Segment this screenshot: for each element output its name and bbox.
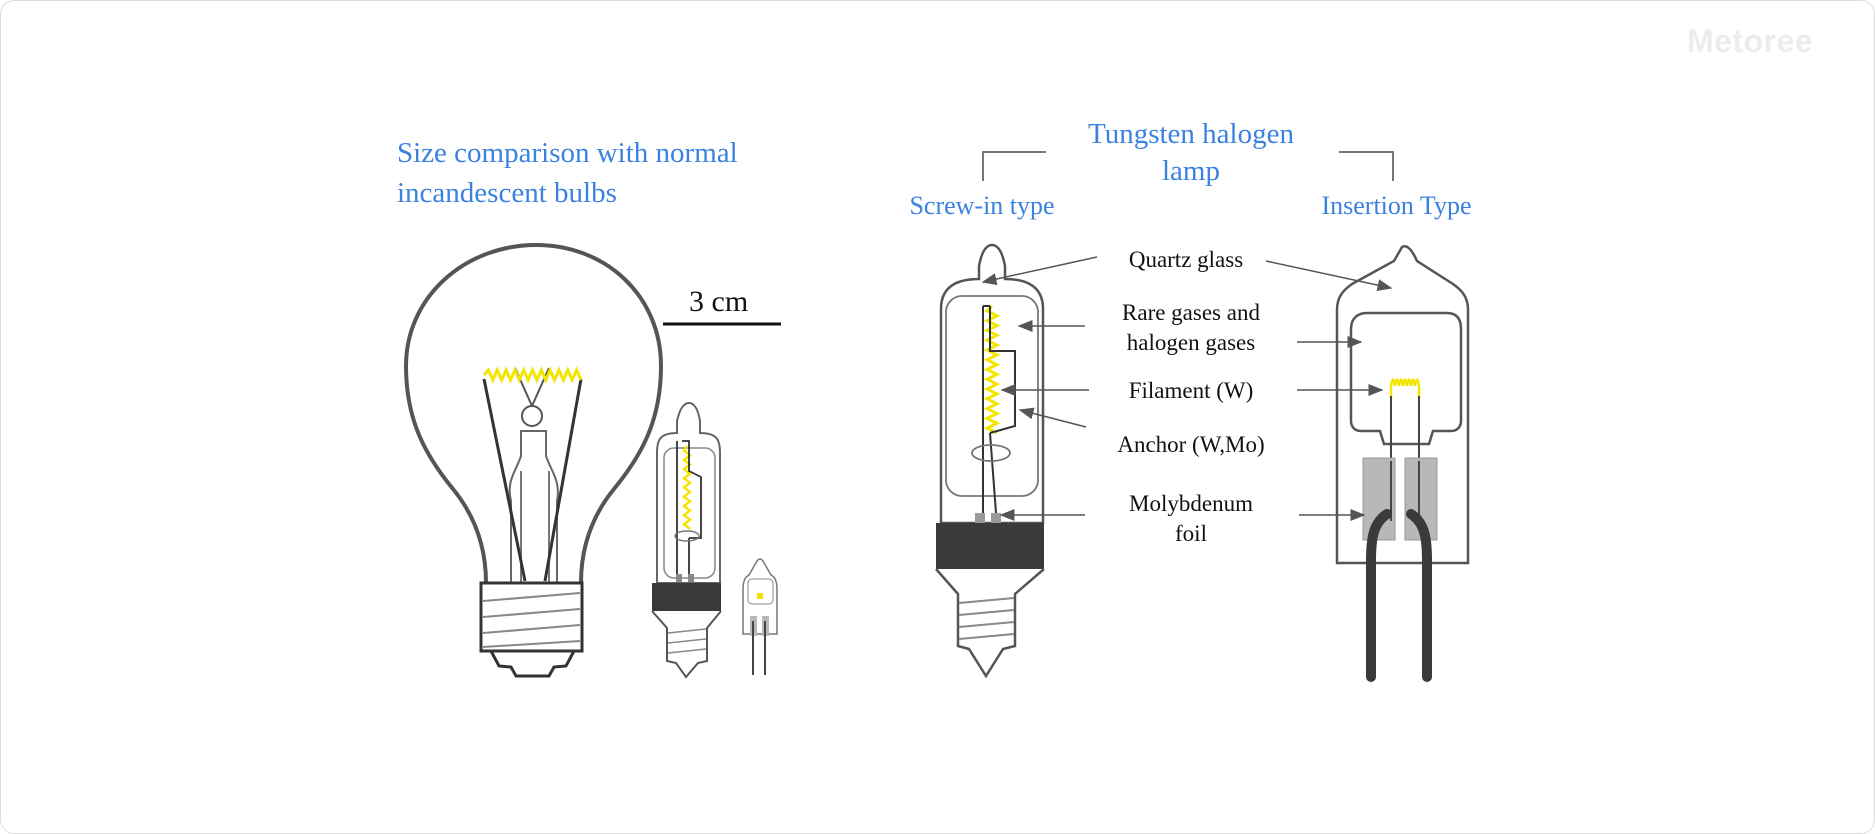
label-anchor: Anchor (W,Mo) [1117, 432, 1265, 457]
title-bracket [982, 151, 1394, 181]
incandescent-bulb-drawing [403, 242, 664, 678]
small-insertion-halogen-drawing [742, 558, 778, 675]
right-title-line1: Tungsten halogen [1088, 118, 1294, 150]
watermark-logo: Metoree [1687, 23, 1814, 59]
label-gases-line1: Rare gases and [1122, 300, 1260, 325]
label-gases-line2: halogen gases [1126, 330, 1256, 355]
left-title-line2: incandescent bulbs [397, 177, 617, 209]
label-quartz-glass: Quartz glass [1128, 247, 1244, 272]
left-title-line1: Size comparison with normal [397, 137, 738, 169]
screw-in-halogen-drawing [935, 243, 1045, 679]
scale-label: 3 cm [689, 285, 749, 318]
insertion-halogen-drawing [1335, 245, 1470, 682]
insertion-type-label: Insertion Type [1321, 191, 1472, 220]
callout-arrows [981, 256, 1393, 521]
small-screw-in-halogen-drawing [651, 401, 722, 679]
screw-in-type-label: Screw-in type [909, 191, 1055, 220]
right-title-line2: lamp [1162, 155, 1220, 187]
label-filament: Filament (W) [1128, 378, 1254, 403]
label-molybdenum-line2: foil [1175, 521, 1207, 546]
label-molybdenum-line1: Molybdenum [1129, 491, 1253, 516]
